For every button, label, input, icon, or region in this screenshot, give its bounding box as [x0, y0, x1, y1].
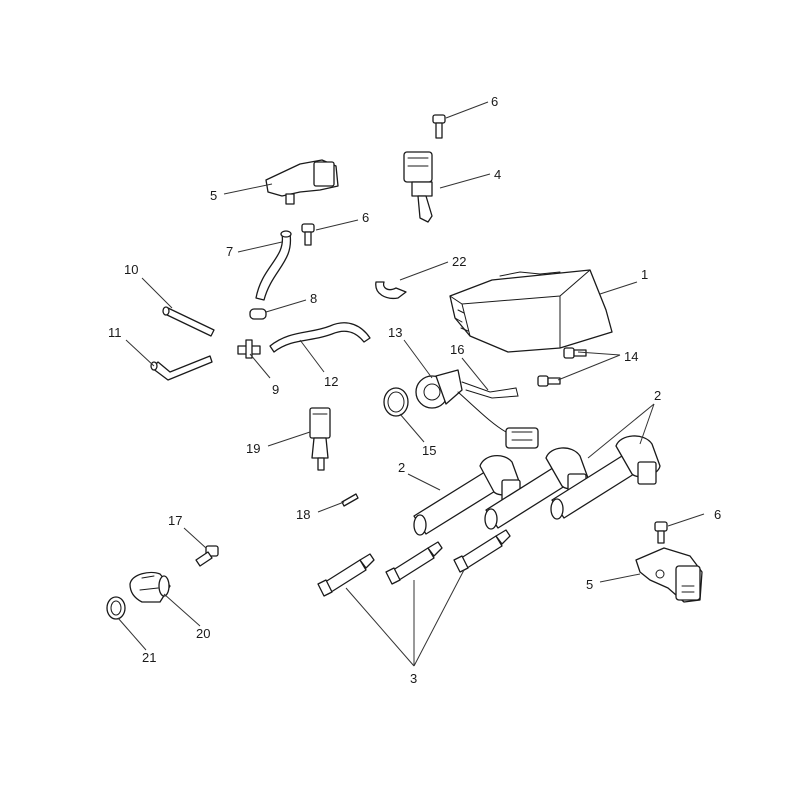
- part-speed-sensor-20: [129, 571, 171, 603]
- callout-20: 20: [196, 626, 210, 641]
- callout-labels: 1 2 2 3 4 5 5 6 6 6 7 8 9 10 11 12 13 14…: [108, 94, 721, 686]
- callout-4: 4: [494, 167, 501, 182]
- part-bolt-middle: [301, 223, 315, 246]
- callout-16: 16: [450, 342, 464, 357]
- part-vacuum-hose: [269, 322, 371, 353]
- callout-9: 9: [272, 382, 279, 397]
- part-ecm-unit: [449, 269, 613, 353]
- callout-6-middle: 6: [362, 210, 369, 225]
- callout-2-upper: 2: [654, 388, 661, 403]
- part-map-sensor-top: [265, 159, 339, 205]
- part-screw-14b: [537, 375, 561, 387]
- callout-19: 19: [246, 441, 260, 456]
- part-sensor-with-harness: [415, 369, 539, 449]
- callout-22: 22: [452, 254, 466, 269]
- part-small-pin: [341, 493, 359, 507]
- callout-2-lower: 2: [398, 460, 405, 475]
- callout-5-bottom: 5: [586, 577, 593, 592]
- leader-lines: [117, 101, 705, 667]
- part-hose-clip: [249, 308, 267, 320]
- part-bolt-top: [432, 114, 446, 139]
- part-t-connector: [237, 339, 261, 359]
- part-screw-14a: [563, 347, 587, 359]
- part-elbow-pipe: [150, 355, 213, 381]
- part-bolt-right: [654, 521, 668, 544]
- part-retaining-clip: [375, 281, 407, 300]
- callout-7: 7: [226, 244, 233, 259]
- callout-5-top: 5: [210, 188, 217, 203]
- callout-3: 3: [410, 671, 417, 686]
- callout-12: 12: [324, 374, 338, 389]
- callout-14: 14: [624, 349, 638, 364]
- part-map-sensor-bottom: [635, 547, 703, 603]
- part-wire-bracket-16: [461, 381, 519, 399]
- callout-10: 10: [124, 262, 138, 277]
- callout-15: 15: [422, 443, 436, 458]
- part-hose-curved: [255, 230, 292, 301]
- part-o-ring-21: [106, 596, 126, 620]
- part-spark-plug-1: [317, 553, 375, 597]
- part-bolt-17: [195, 545, 219, 567]
- callout-18: 18: [296, 507, 310, 522]
- callout-8: 8: [310, 291, 317, 306]
- callout-6-top: 6: [491, 94, 498, 109]
- part-coolant-sensor: [309, 407, 331, 471]
- callout-13: 13: [388, 325, 402, 340]
- callout-6-right: 6: [714, 507, 721, 522]
- callout-21: 21: [142, 650, 156, 665]
- part-o-ring-15: [383, 387, 409, 417]
- part-ignition-coil-right: [550, 435, 661, 520]
- callout-1: 1: [641, 267, 648, 282]
- part-temperature-sensor: [403, 151, 433, 223]
- part-spark-plug-2: [385, 541, 443, 585]
- callout-11: 11: [108, 325, 122, 340]
- part-breather-pipe: [162, 306, 215, 337]
- part-spark-plug-3: [453, 529, 511, 573]
- callout-17: 17: [168, 513, 182, 528]
